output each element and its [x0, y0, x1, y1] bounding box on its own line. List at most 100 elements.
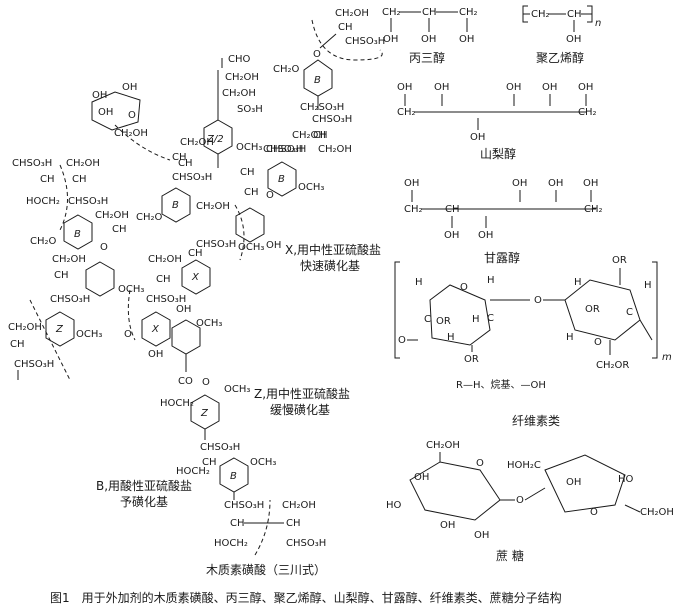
ligno-ring-b5: B: [230, 471, 237, 482]
ligno-chso3h-lz: CHSO₃H: [50, 294, 90, 305]
sucrose-oh-4: OH: [566, 477, 581, 488]
sorbitol-oh-top-4: OH: [542, 82, 557, 93]
ligno-chso3h-lz3: CHSO₃H: [14, 359, 54, 370]
pva-oh: OH: [566, 34, 581, 45]
ligno-ring-z1: Z: [55, 324, 64, 335]
mannitol-oh-top-4: OH: [583, 178, 598, 189]
sucrose-ho-2: HO: [618, 474, 634, 485]
cellulose-ring2-h2: H: [644, 280, 652, 291]
sucrose-bridge-o: O: [516, 495, 524, 506]
cellulose-name: 纤维素类: [512, 414, 560, 428]
ligno-chso3h-1: CHSO₃H: [312, 114, 352, 125]
sucrose-oh-3: OH: [474, 530, 489, 541]
ligno-ch-r1: CH: [240, 167, 255, 178]
ligno-annot-x-2: 快速磺化基: [300, 259, 360, 273]
cellulose-ring1-h4: H: [487, 275, 495, 286]
ligno-ch2so3h-b: CHSO₃H: [286, 538, 326, 549]
ligno-oh-x3: OH: [176, 304, 191, 315]
sucrose-ch2oh-2: CH₂OH: [640, 507, 674, 518]
ligno-ring-zz: Z/2: [206, 134, 224, 145]
cellulose-ring2-c: C: [626, 307, 633, 318]
cellulose-ring2-h3: H: [566, 332, 574, 343]
ligno-ch2oh-lz2: CH₂OH: [8, 322, 42, 333]
pva-ch: CH: [567, 9, 582, 20]
sucrose-hoh2c: HOH₂C: [507, 460, 541, 471]
ligno-ch2so3h-1: CH₂SO₃H: [300, 102, 344, 113]
cellulose-ring2-o: O: [594, 337, 602, 348]
ligno-ring-b2: B: [74, 229, 81, 240]
ligno-ch2oh-lz1: CH₂OH: [52, 254, 86, 265]
ligno-chso3h-z: CHSO₃H: [200, 442, 240, 453]
ligno-so3h-1: SO₃H: [237, 104, 263, 115]
ligno-och3-1: OCH₃: [236, 142, 262, 153]
ligno-ring-z2: Z: [200, 408, 209, 419]
ligno-och3-x: OCH₃: [118, 284, 144, 295]
sucrose-o-2: O: [590, 507, 598, 518]
ligno-oh-r1: OH: [266, 240, 281, 251]
mannitol-oh-bottom-1: OH: [444, 230, 459, 241]
ligno-oh-sugar-3: OH: [98, 107, 113, 118]
cellulose-ring1-h3: H: [472, 314, 480, 325]
ligno-oh-sugar-1: OH: [92, 90, 107, 101]
pva-ch2: CH₂: [531, 9, 550, 20]
mannitol-oh-bottom-2: OH: [478, 230, 493, 241]
ligno-ch-r2: CH: [244, 187, 259, 198]
ligno-ring-b3: B: [172, 200, 179, 211]
ligno-ch2oh-4: CH₂OH: [222, 88, 256, 99]
cellulose-ring2-h1: H: [574, 277, 582, 288]
sucrose-name: 蔗 糖: [496, 548, 524, 563]
ligno-ch2oh-sugar: CH₂OH: [114, 128, 148, 139]
ligno-ch2o: CH₂O: [273, 64, 300, 75]
ligno-chso3h-c1: CHSO₃H: [172, 172, 212, 183]
ligno-ch2oh-l2: CH₂OH: [95, 210, 129, 221]
glycerol-ch: CH: [422, 7, 437, 18]
pva-subscript: n: [595, 18, 601, 29]
sucrose-structure: CH₂OH O OH HO OH OH O HOH₂C OH HO O CH₂O…: [386, 440, 674, 563]
mannitol-name: 甘露醇: [484, 250, 520, 265]
ligno-o-l: O: [100, 242, 108, 253]
sucrose-oh-1: OH: [414, 472, 429, 483]
ligno-name: 木质素磺酸（三川式）: [206, 562, 326, 577]
cellulose-ring2-or1: OR: [612, 255, 627, 266]
pva-structure: CH₂ CH n OH 聚乙烯醇: [522, 5, 601, 65]
pva-name: 聚乙烯醇: [536, 50, 584, 65]
ligno-ch2oh-b: CH₂OH: [282, 500, 316, 511]
cellulose-ring1-h2: H: [447, 332, 455, 343]
ligno-ring-b1: B: [314, 75, 321, 86]
ligno-ch-c1: CH: [172, 152, 187, 163]
glycerol-oh-3: OH: [459, 34, 474, 45]
ligno-ch-x2: CH: [156, 274, 171, 285]
ligno-ch-b2: CH: [286, 518, 301, 529]
sorbitol-oh-top-5: OH: [578, 82, 593, 93]
sorbitol-name: 山梨醇: [480, 146, 516, 161]
ligno-ch-1: CH: [313, 130, 328, 141]
ligno-co: CO: [178, 376, 193, 387]
mannitol-ch: CH: [445, 204, 460, 215]
ligno-chso3h-r1: CHSO₃H: [266, 144, 306, 155]
glycerol-name: 丙三醇: [409, 50, 445, 65]
cellulose-ring2-ch2or: CH₂OR: [596, 360, 629, 371]
mannitol-ch2-2: CH₂: [584, 204, 603, 215]
ligno-o-z: O: [202, 377, 210, 388]
ligno-ring-b4: B: [278, 174, 285, 185]
ligno-annot-b-2: 予磺化基: [120, 495, 168, 509]
ligno-ch-lz1: CH: [54, 270, 69, 281]
glycerol-ch2-2: CH₂: [459, 7, 478, 18]
cellulose-r-note: R—H、烷基、—OH: [456, 378, 546, 391]
ligno-ch2oh-1: CH₂OH: [292, 130, 326, 141]
ligno-och3-x2: OCH₃: [196, 318, 222, 329]
sucrose-oh-2: OH: [440, 520, 455, 531]
glycerol-oh-1: OH: [383, 34, 398, 45]
ligno-ch2oh-c1: CH₂OH: [180, 137, 214, 148]
cellulose-ring1-or2: OR: [464, 354, 479, 365]
glycerol-oh-2: OH: [421, 34, 436, 45]
sorbitol-oh-bottom: OH: [470, 132, 485, 143]
sorbitol-structure: OH OH OH OH OH CH₂ CH₂ OH 山梨醇: [397, 82, 597, 161]
mannitol-oh-top-2: OH: [512, 178, 527, 189]
ligno-ch-l1: CH: [40, 174, 55, 185]
ligno-ch2o-l: CH₂O: [30, 236, 57, 247]
ligno-ch2oh-x: CH₂OH: [148, 254, 182, 265]
ligno-ch-top: CH: [338, 22, 353, 33]
cellulose-ring1-h1: H: [415, 277, 423, 288]
